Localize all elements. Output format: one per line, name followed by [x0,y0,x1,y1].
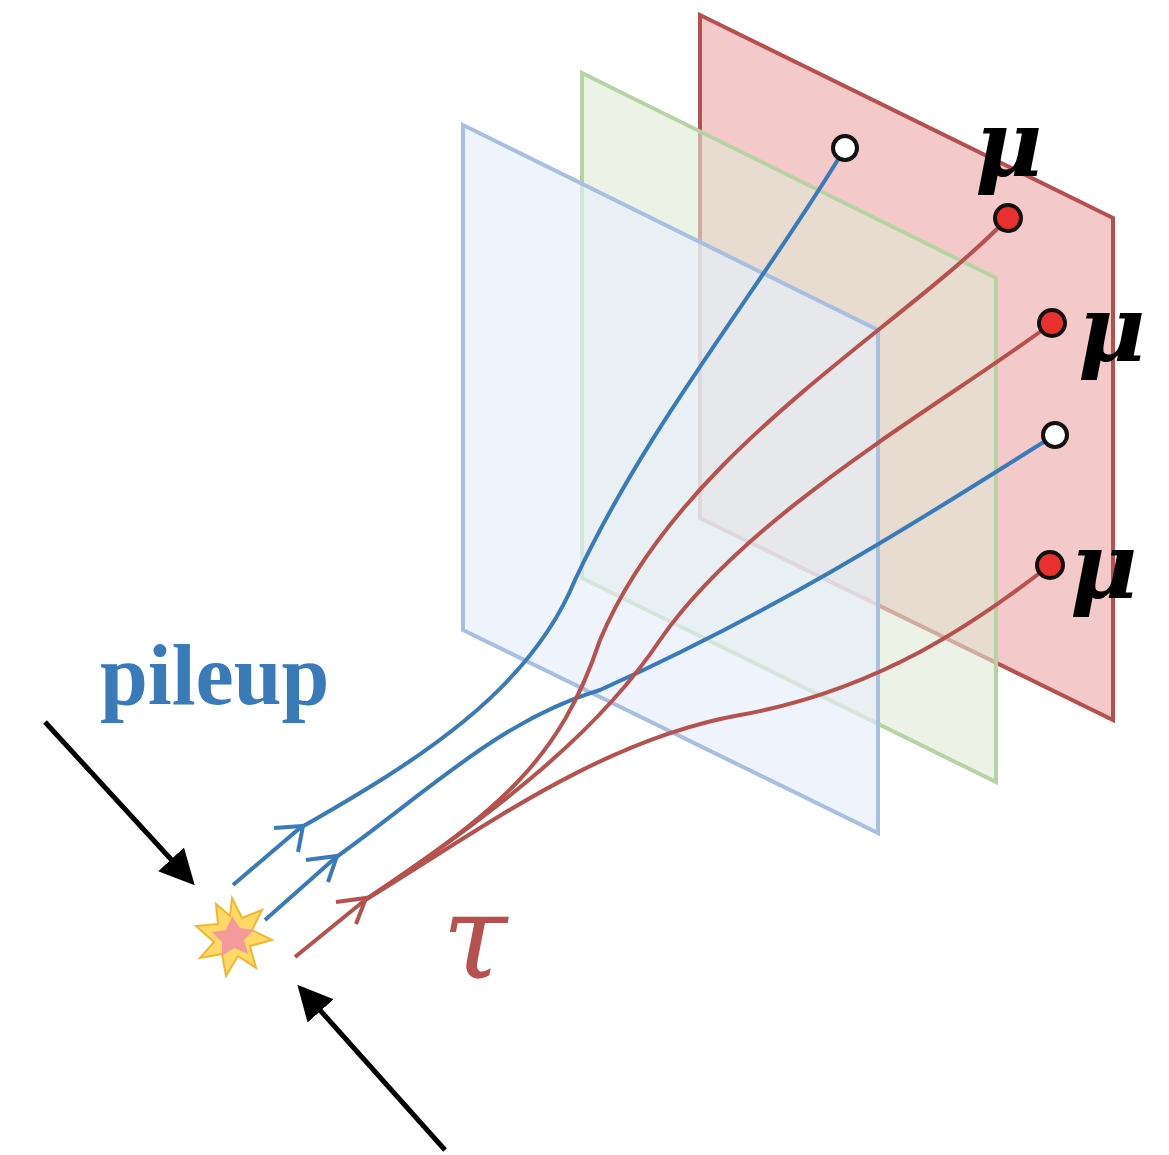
muon-label: μ [975,98,1042,190]
pileup-tracks [233,148,1055,920]
tau-label: τ [442,878,507,996]
detector-plane [463,125,878,833]
muon-label: μ [1070,520,1137,612]
pileup-label: pileup [100,632,329,718]
beam-arrows [45,722,445,1150]
muon-label: μ [1078,283,1145,375]
tau-tracks [295,218,1052,957]
collision-star [196,898,272,976]
hit-markers [833,136,1067,578]
